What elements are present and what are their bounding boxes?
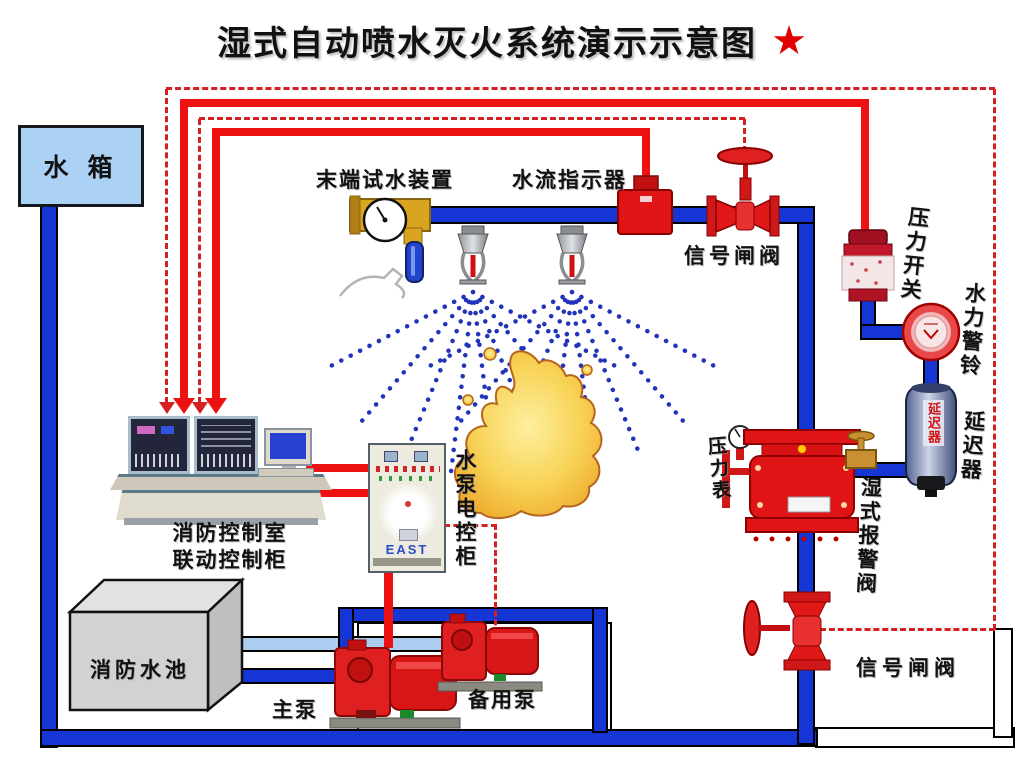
cabinet-to-backup-dashed-h xyxy=(444,524,497,527)
arrowhead-dashed-2 xyxy=(192,402,208,414)
water-flow-indicator xyxy=(617,175,673,235)
backup-pump-label: 备用泵 xyxy=(468,689,537,712)
panel-switch-row xyxy=(135,454,183,467)
wet-alarm-valve-label: 湿式报警阀 xyxy=(852,475,883,597)
signal-gate-valve-top-label: 信号闸阀 xyxy=(684,245,784,268)
signal-line-dashed-valve-left xyxy=(198,119,201,403)
pump-control-cabinet: EAST xyxy=(368,443,446,573)
cabinet-button xyxy=(405,501,411,507)
main-pump xyxy=(329,639,461,729)
signal-line-solid-flow-right xyxy=(642,128,650,194)
cabinet-to-main-pump-line xyxy=(384,556,393,648)
signal-line-dashed-outer-bottom xyxy=(820,628,995,631)
console-panel-right xyxy=(194,416,258,474)
signal-line-dashed-valve-top xyxy=(199,117,745,120)
water-tank-label: 水 箱 xyxy=(43,154,119,182)
console-monitor xyxy=(264,428,312,466)
delay-device: 延迟器 xyxy=(905,383,957,497)
console-to-cabinet-line xyxy=(306,464,370,472)
water-alarm-bell xyxy=(901,302,961,362)
delay-drain-nub xyxy=(925,489,937,497)
console-panel-left xyxy=(128,416,190,474)
cabinet-nameplate xyxy=(373,558,441,566)
panel-indicator xyxy=(137,426,155,434)
sprinkler-head-2 xyxy=(556,225,588,285)
water-flow-indicator-label: 水流指示器 xyxy=(512,169,627,192)
signal-line-dashed-outer-left xyxy=(165,89,168,403)
arrowhead-dashed-1 xyxy=(159,402,175,414)
drain-duct-vertical xyxy=(993,628,1013,738)
fire-pool xyxy=(66,577,246,713)
wet-alarm-valve xyxy=(722,425,877,542)
pipe-discharge-drop-right xyxy=(592,607,608,733)
main-pump-label: 主泵 xyxy=(272,699,318,722)
signal-line-dashed-outer-top xyxy=(166,87,995,90)
pressure-gauge-label: 压力表 xyxy=(704,435,731,503)
control-console-label-line1: 消防控制室 xyxy=(172,522,288,545)
signal-line-solid-ps-top xyxy=(180,99,869,107)
end-test-device-label: 末端试水装置 xyxy=(316,169,454,192)
cabinet-to-console-line xyxy=(318,489,370,497)
pump-cabinet-label: 水泵电控柜 xyxy=(453,449,476,569)
fire-control-console xyxy=(110,404,332,526)
monitor-screen xyxy=(270,433,306,459)
control-console-label-line2: 联动控制柜 xyxy=(172,549,288,572)
fire-flame xyxy=(453,347,603,519)
delay-top-cap xyxy=(911,383,951,393)
title-text: 湿式自动喷水灭火系统演示示意图 xyxy=(217,25,758,63)
cabinet-indicator-lights xyxy=(379,476,435,481)
page-title: 湿式自动喷水灭火系统演示示意图 ★ xyxy=(0,16,1026,65)
signal-line-solid-ps-left xyxy=(180,99,188,400)
star-icon: ★ xyxy=(771,18,809,63)
delay-bottom-cap xyxy=(917,476,945,490)
cabinet-indicator-lights xyxy=(376,466,440,472)
console-front xyxy=(116,490,326,520)
cabinet-meter xyxy=(384,451,398,462)
pipe-bottom-main xyxy=(40,729,818,747)
signal-gate-valve-bottom xyxy=(743,591,831,671)
end-test-device xyxy=(339,195,431,299)
signal-line-dashed-valve-right xyxy=(743,119,746,152)
sprinkler-head-1 xyxy=(457,225,489,285)
control-console-label: 消防控制室 联动控制柜 xyxy=(140,520,320,574)
cabinet-display xyxy=(399,529,418,541)
water-tank: 水 箱 xyxy=(18,125,144,207)
arrowhead-solid-2 xyxy=(205,398,227,414)
cabinet-meter xyxy=(414,451,428,462)
signal-line-solid-ps-right xyxy=(861,99,869,235)
panel-switch-row xyxy=(201,454,251,467)
signal-line-dashed-outer-right xyxy=(993,89,996,630)
signal-gate-valve-bottom-label: 信号闸阀 xyxy=(856,657,960,680)
signal-gate-valve-top xyxy=(706,147,780,237)
panel-indicator xyxy=(161,426,174,434)
pressure-switch xyxy=(841,229,895,302)
console-keyboard xyxy=(258,468,314,477)
signal-line-solid-flow-left xyxy=(212,128,220,400)
panel-rack-units xyxy=(201,425,251,447)
backup-pump xyxy=(437,613,543,692)
cabinet-brand: EAST xyxy=(385,542,429,557)
delay-device-label: 延迟器 xyxy=(957,409,986,483)
console-desktop xyxy=(110,474,332,490)
delay-device-nameplate: 延迟器 xyxy=(923,400,944,446)
arrowhead-solid-1 xyxy=(173,398,195,414)
signal-line-solid-flow-top xyxy=(212,128,650,136)
fire-pool-label: 消防水池 xyxy=(90,659,190,682)
cabinet-to-backup-dashed-v xyxy=(494,524,497,634)
console-base xyxy=(124,518,318,525)
